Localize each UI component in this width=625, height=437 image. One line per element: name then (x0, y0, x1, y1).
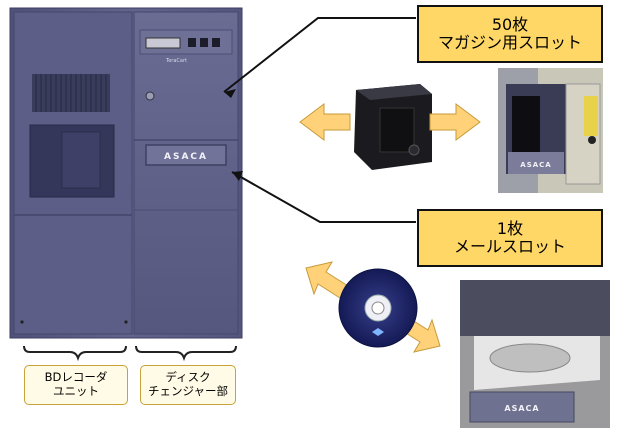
unit-braces (23, 345, 237, 362)
key-lock-icon (145, 91, 155, 101)
drawer-logo: ASACA (504, 404, 539, 413)
mail-slot-count: 1枚 (496, 218, 524, 238)
mail-slot-label: メールスロット (453, 237, 566, 256)
changer-label-line2: チェンジャー部 (148, 384, 228, 398)
recorder-label-line2: ユニット (53, 384, 99, 398)
archive-machine: TeraCart ASACA (9, 7, 243, 339)
pointer-lines (223, 17, 416, 223)
recorder-unit-label: BDレコーダ ユニット (24, 365, 128, 405)
magazine-slot-callout: 50枚 マガジン用スロット (417, 5, 603, 63)
magazine-insert-arrow (299, 103, 481, 141)
mail-slot-photo: ASACA (460, 280, 610, 428)
mail-slot-callout: 1枚 メールスロット (417, 209, 603, 267)
magazine-photo-logo: ASACA (520, 161, 551, 169)
changer-unit-label: ディスク チェンジャー部 (140, 365, 236, 405)
bluray-disc-icon (338, 268, 418, 348)
magazine-cartridge-photo (354, 84, 432, 170)
recorder-label-line1: BDレコーダ (44, 370, 108, 385)
magazine-slot-label: マガジン用スロット (437, 33, 582, 52)
mail-slot-door (145, 144, 227, 166)
magazine-slot-count: 50枚 (491, 14, 529, 34)
magazine-slot-photo: ASACA (498, 68, 603, 193)
vent-grille (32, 74, 110, 112)
changer-label-line1: ディスク (165, 370, 211, 385)
asaca-logo: ASACA (164, 152, 208, 162)
panel-brand: TeraCart (165, 58, 187, 64)
